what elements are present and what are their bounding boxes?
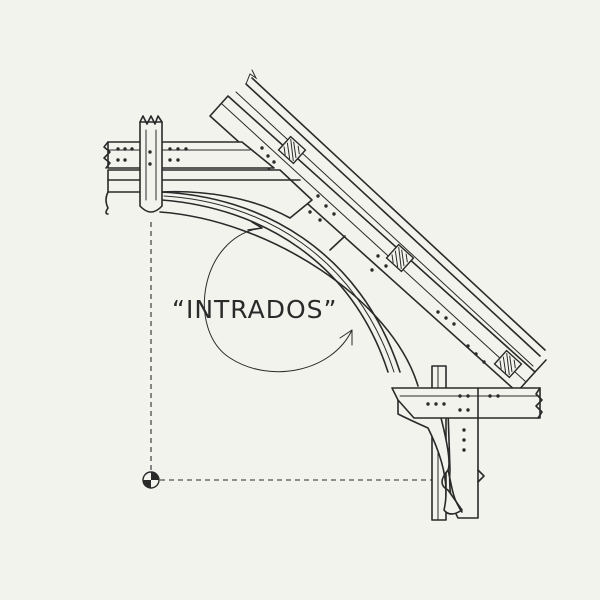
peg-holes [116, 146, 500, 452]
construction-lines [150, 222, 445, 481]
intrados-label: “INTRADOS” [172, 295, 338, 324]
purlins [277, 135, 523, 379]
post-left [139, 115, 163, 213]
center-point-marker [142, 471, 160, 489]
rafter [209, 69, 547, 393]
intrados-rotation-arrow [203, 221, 353, 373]
tie-beam [391, 387, 543, 419]
